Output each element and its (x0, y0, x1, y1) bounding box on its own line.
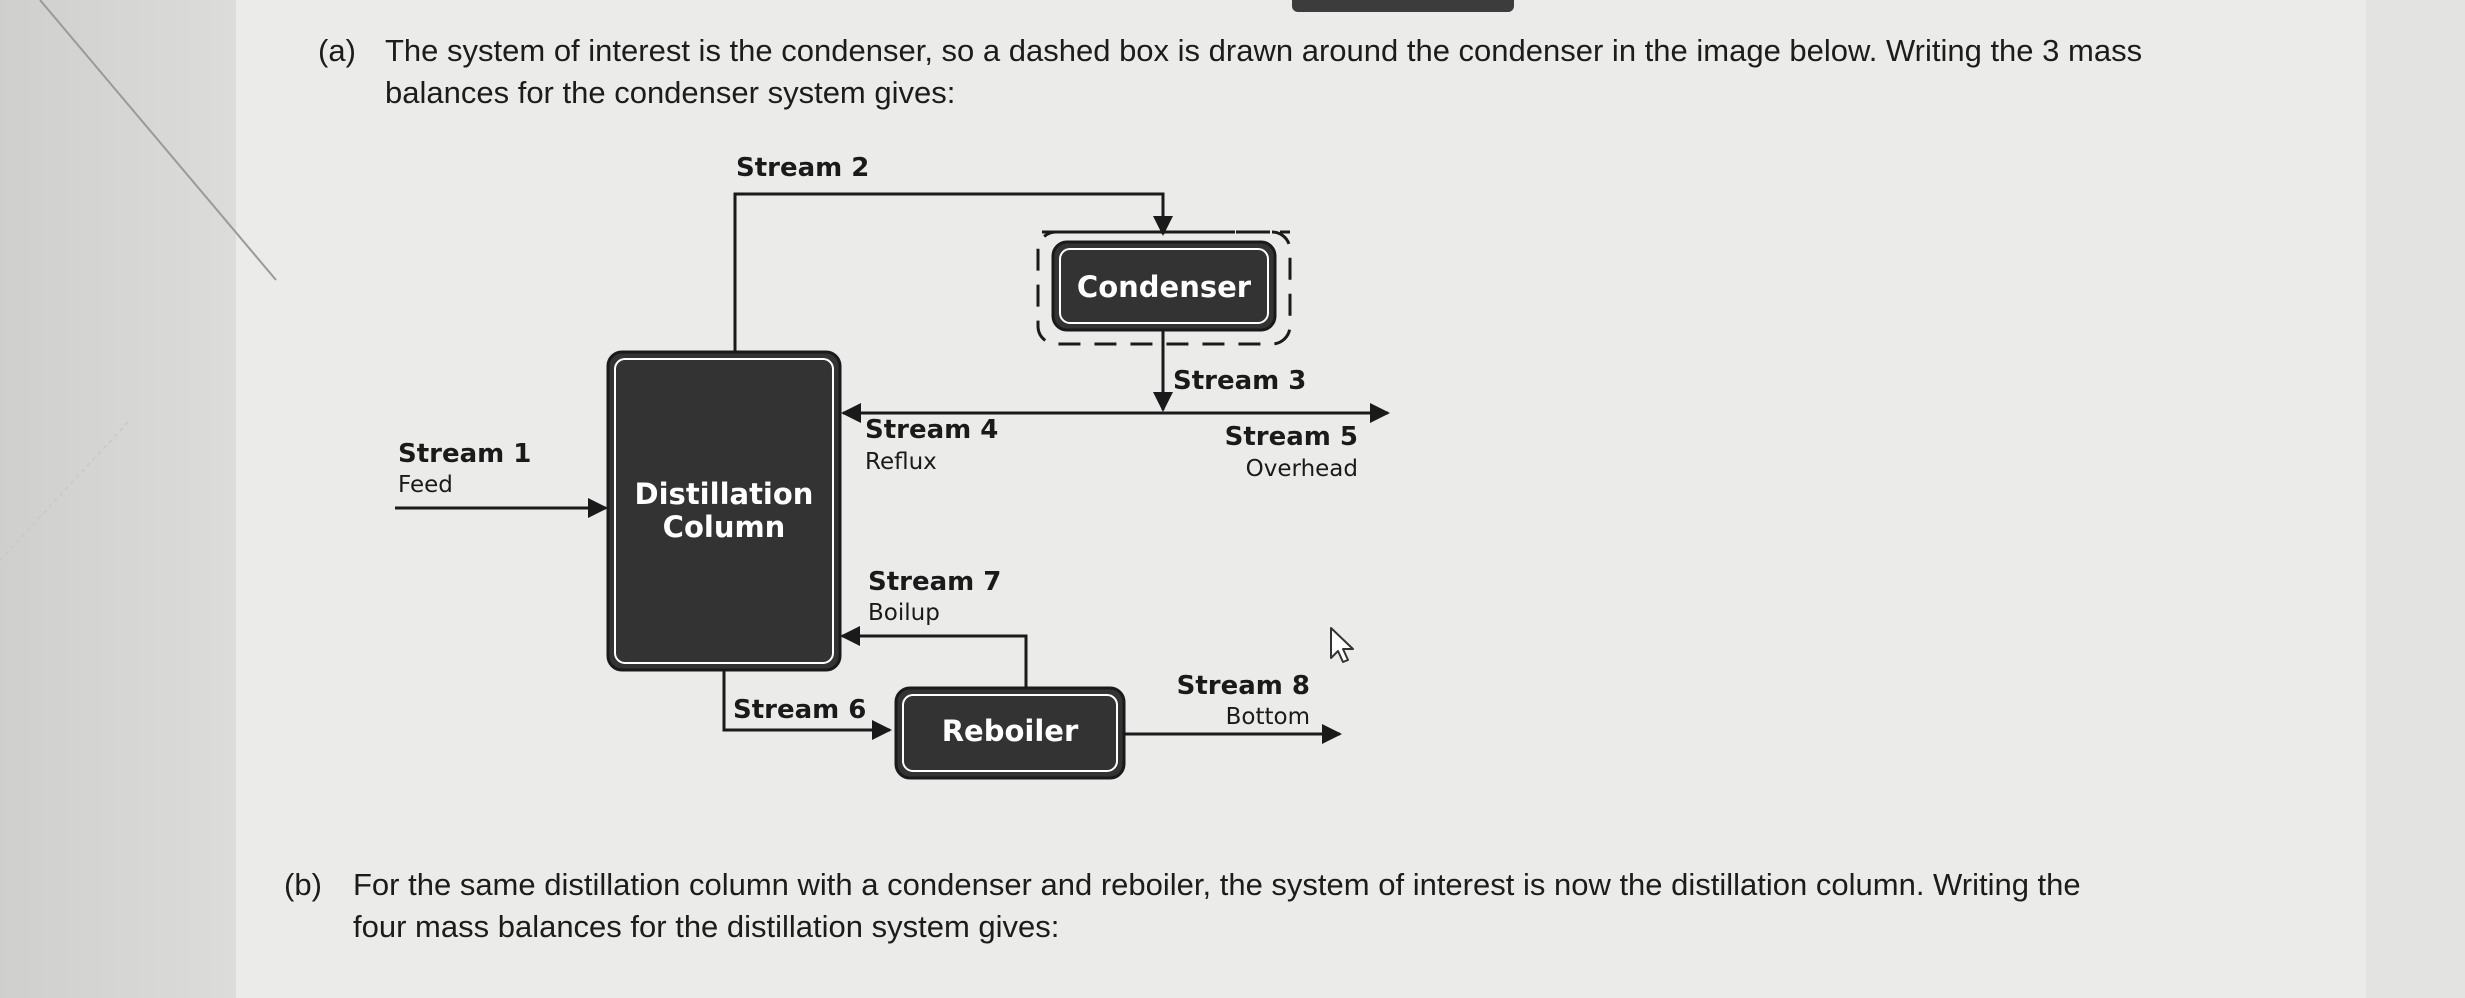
stream-3-label: Stream 3 (1173, 366, 1306, 396)
stream-1-desc: Feed (398, 472, 453, 498)
stream-5-label: Stream 5 (1225, 422, 1358, 452)
part-b-line-1: For the same distillation column with a … (353, 867, 2081, 902)
condenser-label: Condenser (1077, 270, 1252, 304)
background-right-strip (2366, 0, 2465, 998)
stream-8-desc: Bottom (1226, 704, 1310, 730)
part-a-line-2: balances for the condenser system gives: (385, 75, 956, 110)
decorative-line (39, 0, 277, 281)
column-label-line-1: Distillation (635, 477, 814, 511)
stream-2-label: Stream 2 (736, 153, 869, 183)
stream-7-line (840, 626, 1028, 690)
decorative-dashed-line (0, 419, 131, 561)
part-a-marker: (a) (318, 33, 356, 68)
stream-4-desc: Reflux (865, 449, 937, 475)
part-a-line-1: The system of interest is the condenser,… (385, 33, 2143, 68)
part-b-line-2: four mass balances for the distillation … (353, 909, 1060, 944)
column-box-inner-outline (614, 358, 834, 664)
stream-1-label: Stream 1 (398, 439, 531, 469)
reboiler-box-inner-outline (902, 694, 1118, 772)
background-left-strip (0, 0, 236, 998)
stream-6-line (722, 670, 892, 740)
part-b-marker: (b) (284, 867, 322, 902)
stream-8-label: Stream 8 (1177, 671, 1310, 701)
stream-7-label: Stream 7 (868, 567, 1001, 597)
part-a-text: The system of interest is the condenser,… (385, 30, 2235, 114)
stream-4-label: Stream 4 (865, 415, 998, 445)
top-tab (1292, 0, 1514, 12)
stream-5-desc: Overhead (1246, 456, 1358, 482)
mouse-cursor-icon (1330, 627, 1354, 663)
condenser-box-inner-outline (1059, 248, 1269, 324)
part-b-text: For the same distillation column with a … (353, 864, 2233, 948)
stream-6-label: Stream 6 (733, 695, 866, 725)
condenser-system-boundary (1036, 230, 1292, 346)
reboiler-label: Reboiler (942, 714, 1079, 748)
stream-7-desc: Boilup (868, 600, 940, 626)
column-label-line-2: Column (663, 510, 786, 544)
stream-2-line (733, 192, 1173, 352)
